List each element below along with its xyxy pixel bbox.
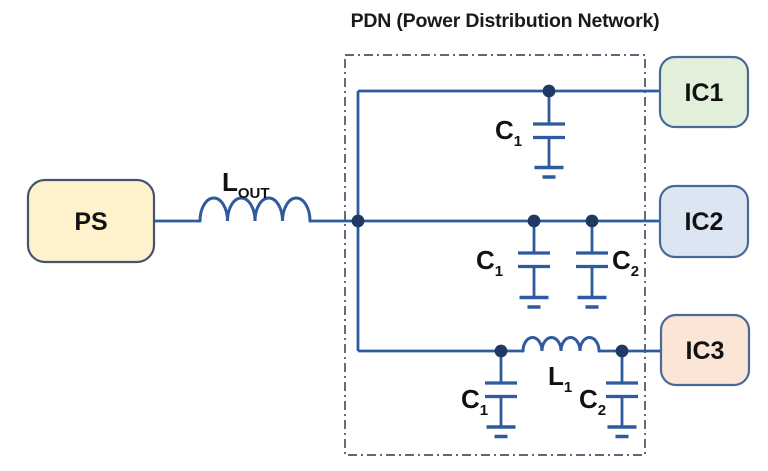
capacitor-c2-ic3-branch [606,351,638,439]
ground-icon [577,295,607,309]
c1-label-ic1-branch: C1 [495,115,522,150]
c2-label-ic3-branch: C2 [579,384,606,419]
capacitor-c1-ic3-branch [485,351,517,439]
lout-inductor-coil [198,196,312,223]
junction-dot [615,344,629,358]
lout-label: LOUT [222,167,270,202]
lout-label-sub: OUT [238,185,270,202]
capacitor-c2-ic2-branch [576,221,608,309]
ps-block: PS [26,178,156,264]
ps-box [26,178,156,264]
junction-dot [585,214,599,228]
ic1-label: IC1 [685,79,724,107]
junction-dot [527,214,541,228]
cap-plates [576,251,608,269]
ground-icon [607,425,637,439]
ground-icon [534,165,564,179]
wires [153,89,662,353]
ic3-block: IC3 [659,313,751,387]
cap-plates [518,251,550,269]
capacitor-c1-ic1-branch [533,91,565,179]
ic3-box [659,313,751,387]
ground-icon [486,425,516,439]
cap-plates [533,122,565,140]
junction-dots [351,84,629,358]
ic2-label: IC2 [685,208,724,236]
ic3-label: IC3 [686,337,725,365]
cap-plates [606,381,638,399]
l1-label: L1 [548,361,572,396]
ic2-block: IC2 [658,184,750,259]
ic2-box [658,184,750,259]
pdn-boundary-box [344,54,646,456]
ps-label: PS [74,208,107,236]
l1-inductor-coil [521,336,601,353]
capacitor-c1-ic2-branch [518,221,550,309]
ic1-box [658,55,750,129]
c1-label-ic3-branch: C1 [461,384,488,419]
ground-icon [519,295,549,309]
c1-label-ic2-branch: C1 [476,245,503,280]
lout-label-base: L [222,167,238,197]
junction-dot [351,214,365,228]
ic1-block: IC1 [658,55,750,129]
junction-dot [494,344,508,358]
junction-dot [542,84,556,98]
diagram-title: PDN (Power Distribution Network) [351,10,660,32]
cap-plates [485,381,517,399]
c2-label-ic2-branch: C2 [612,245,639,280]
